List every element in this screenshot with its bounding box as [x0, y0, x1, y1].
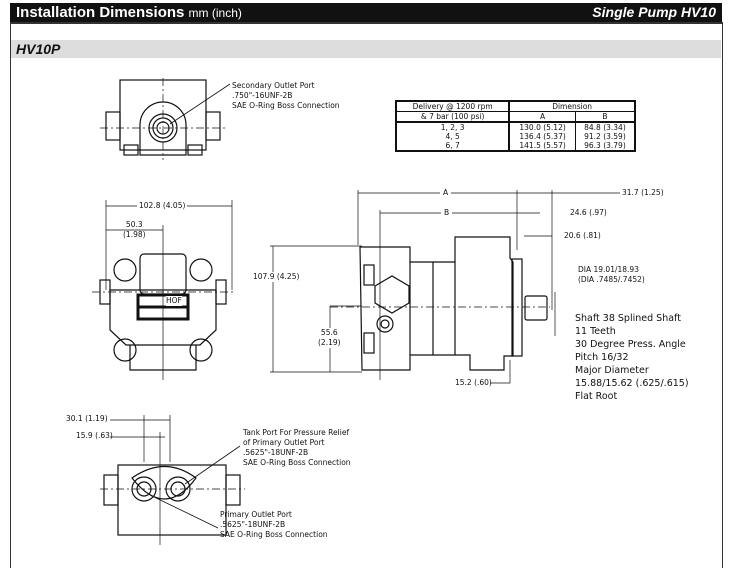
label-line: (1.98) [123, 230, 146, 239]
front-view-drawing [92, 200, 236, 380]
dim-b-label: B [441, 208, 453, 218]
delivery-header-2: & 7 bar (100 psi) [396, 111, 511, 123]
delivery-header: Delivery @ 1200 rpm [396, 101, 511, 112]
units-text: mm (inch) [188, 6, 242, 20]
header-bar: Installation Dimensions mm (inch) Single… [10, 3, 722, 22]
dimension-header: Dimension [509, 101, 635, 112]
dim-15-9: 15.9 (.63) [76, 431, 113, 440]
header-title: Installation Dimensions mm (inch) [16, 4, 242, 21]
label-line: .5625"-18UNF-2B [220, 520, 286, 529]
center-height-dimension: 55.6 (2.19) [318, 328, 341, 348]
label-line: (DIA .7485/.7452) [578, 275, 645, 284]
cell: 6, 7 [396, 141, 511, 151]
label-line: Primary Outlet Port [220, 510, 292, 519]
label-line: of Primary Outlet Port [243, 438, 325, 447]
label-line: 30 Degree Press. Angle [575, 339, 686, 350]
label-line: Major Diameter [575, 365, 649, 376]
cell: 91.2 (3.59) [584, 132, 626, 141]
product-name: Single Pump HV10 [592, 4, 716, 20]
label-line: DIA 19.01/18.93 [578, 265, 639, 274]
dim-a-label: A [440, 188, 452, 198]
label-line: (2.19) [318, 338, 341, 347]
label-line: Pitch 16/32 [575, 352, 629, 363]
title-text: Installation Dimensions [16, 4, 185, 21]
page-frame [10, 22, 723, 568]
cell: 84.8 (3.34) [584, 123, 626, 132]
label-line: SAE O-Ring Boss Connection [243, 458, 351, 467]
cell: 96.3 (3.79) [584, 141, 626, 150]
bottom-view-drawing [100, 415, 245, 545]
cell: 141.5 (5.57) [509, 141, 576, 151]
secondary-outlet-label: Secondary Outlet Port .750"-16UNF-2B SAE… [232, 81, 340, 111]
top-view-drawing [100, 78, 231, 160]
label-line: .750"-16UNF-2B [232, 91, 293, 100]
label-line: Flat Root [575, 391, 618, 402]
side-view-drawing [270, 190, 620, 384]
label-line: 11 Teeth [575, 326, 616, 337]
hof-marking: HOF [166, 296, 182, 306]
section-band: HV10P [11, 40, 721, 58]
label-line: Secondary Outlet Port [232, 81, 315, 90]
label-line: 50.3 [125, 220, 143, 229]
cell: 1, 2, 3 [396, 122, 511, 132]
shaft-diameter-label: DIA 19.01/18.93 (DIA .7485/.7452) [578, 265, 645, 285]
label-line: 15.88/15.62 (.625/.615) [575, 378, 689, 389]
label-line: SAE O-Ring Boss Connection [220, 530, 328, 539]
dim-31-7: 31.7 (1.25) [622, 188, 664, 197]
col-a-header: A [509, 111, 576, 123]
label-line: Shaft 38 Splined Shaft [575, 313, 681, 324]
tank-port-label: Tank Port For Pressure Relief of Primary… [243, 428, 351, 468]
half-width-dimension: 50.3 (1.98) [123, 220, 146, 240]
label-line: 55.6 [320, 328, 338, 337]
cell: 130.0 (5.12) [509, 122, 576, 132]
primary-outlet-label: Primary Outlet Port .5625"-18UNF-2B SAE … [220, 510, 328, 540]
dim-30-1: 30.1 (1.19) [66, 414, 108, 423]
section-title: HV10P [16, 41, 61, 57]
cell: 4, 5 [396, 132, 511, 141]
shaft-spec: Shaft 38 Splined Shaft 11 Teeth 30 Degre… [575, 312, 689, 403]
label-line: SAE O-Ring Boss Connection [232, 101, 340, 110]
width-dimension: 102.8 (4.05) [137, 201, 188, 211]
label-line: .5625"-18UNF-2B [243, 448, 309, 457]
col-b-header: B [575, 111, 635, 123]
label-line: Tank Port For Pressure Relief [243, 428, 350, 437]
cell: 136.4 (5.37) [509, 132, 576, 141]
dim-20-6: 20.6 (.81) [564, 231, 601, 240]
height-dimension: 107.9 (4.25) [253, 272, 300, 282]
flange-dimension: 15.2 (.60) [455, 378, 492, 387]
dim-24-6: 24.6 (.97) [570, 208, 607, 217]
